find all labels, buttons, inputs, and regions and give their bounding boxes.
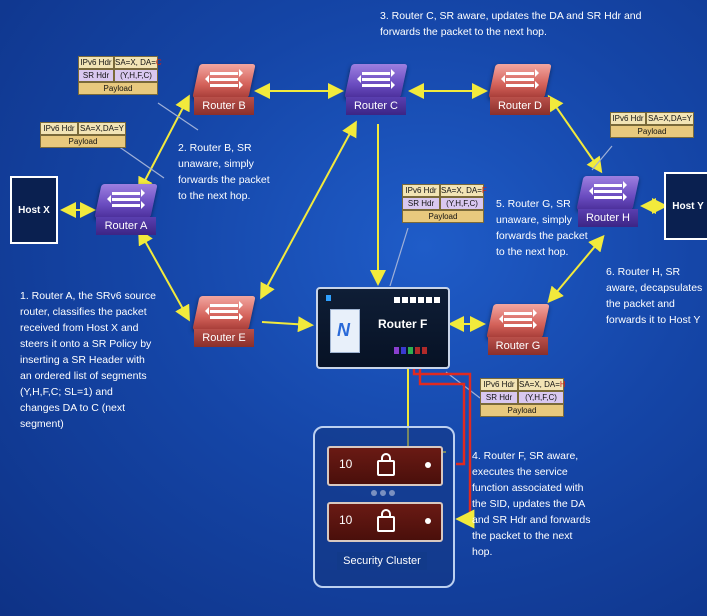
link-a-b (138, 94, 190, 194)
firewall-1: 10 (327, 446, 443, 486)
da-highlight: H (559, 380, 566, 389)
status-dot (425, 518, 431, 524)
router-f-label: Router F (378, 317, 428, 331)
sr-hdr-segments: (Y,H,F,C) (518, 391, 564, 404)
packet-header-a: IPv6 Hdr SA=X,DA=Y Payload (40, 122, 126, 148)
vendor-logo-icon (330, 309, 360, 353)
router-arrows-icon (499, 309, 537, 333)
packet-path-from-cluster (418, 364, 466, 466)
callout-b (157, 102, 199, 131)
payload-label: Payload (610, 125, 694, 138)
router-arrows-icon (501, 69, 539, 93)
ipv6-hdr-address: SA=X,DA=Y (78, 122, 126, 135)
port-row (394, 297, 440, 303)
router-a-label: Router A (96, 217, 156, 235)
ellipsis-icon (371, 490, 395, 496)
ipv6-hdr-address: SA=X,DA=Y (646, 112, 694, 125)
status-dot (425, 462, 431, 468)
lock-icon (377, 509, 395, 532)
ipv6-hdr-address: SA=X, DA=C (114, 56, 162, 69)
ipv6-hdr-label: IPv6 Hdr (480, 378, 518, 391)
router-d-label: Router D (490, 97, 550, 115)
callout-a (117, 145, 165, 179)
router-arrows-icon (205, 301, 243, 325)
security-cluster-title: Security Cluster (337, 552, 427, 570)
router-e: Router E (192, 296, 256, 354)
packet-header-h: IPv6 Hdr SA=X,DA=Y Payload (610, 112, 694, 138)
firewall-label: 10 (339, 513, 353, 527)
router-arrows-icon (357, 69, 395, 93)
payload-label: Payload (40, 135, 126, 148)
ipv6-hdr-address: SA=X, DA=F (440, 184, 487, 197)
host-y-label: Host Y (672, 200, 704, 212)
router-c-label: Router C (346, 97, 406, 115)
sr-hdr-label: SR Hdr (78, 69, 114, 82)
link-g-h (547, 234, 605, 304)
router-c: Router C (344, 64, 408, 122)
link-d-h (547, 94, 603, 174)
router-b-label: Router B (194, 97, 254, 115)
sr-hdr-label: SR Hdr (480, 391, 518, 404)
router-arrows-icon (589, 181, 627, 205)
router-h: Router H (576, 176, 640, 234)
payload-label: Payload (402, 210, 484, 223)
router-g-label: Router G (488, 337, 548, 355)
host-x-label: Host X (18, 204, 50, 216)
router-b: Router B (192, 64, 256, 122)
router-g: Router G (486, 304, 550, 362)
payload-label: Payload (480, 404, 564, 417)
ipv6-hdr-address: SA=X, DA=H (518, 378, 566, 391)
callout-f-top (389, 227, 409, 287)
router-a: Router A (94, 184, 158, 242)
host-y: Host Y (664, 172, 707, 240)
lock-icon (377, 453, 395, 476)
security-cluster: 10 10 Security Cluster (313, 426, 455, 588)
router-arrows-icon (205, 69, 243, 93)
ipv6-hdr-label: IPv6 Hdr (610, 112, 646, 125)
led-row (394, 347, 427, 354)
packet-header-f-bottom: IPv6 Hdr SA=X, DA=H SR Hdr (Y,H,F,C) Pay… (480, 378, 566, 417)
link-a-e (138, 228, 190, 322)
sr-hdr-label: SR Hdr (402, 197, 440, 210)
router-h-label: Router H (578, 209, 638, 227)
payload-label: Payload (78, 82, 158, 95)
ipv6-hdr-label: IPv6 Hdr (40, 122, 78, 135)
link-e-c (260, 120, 357, 300)
da-highlight: F (481, 186, 487, 195)
sr-hdr-segments: (Y,H,F,C) (440, 197, 484, 210)
note-3: 3. Router C, SR aware, updates the DA an… (380, 10, 642, 38)
link-e-f (261, 316, 314, 333)
firewall-2: 10 (327, 502, 443, 542)
ipv6-hdr-label: IPv6 Hdr (78, 56, 114, 69)
firewall-label: 10 (339, 457, 353, 471)
router-d: Router D (488, 64, 552, 122)
callout-h (591, 145, 613, 171)
ipv6-hdr-label: IPv6 Hdr (402, 184, 440, 197)
status-led (326, 295, 331, 301)
note-4: 4. Router F, SR aware,executes the servi… (472, 450, 591, 558)
sr-hdr-segments: (Y,H,F,C) (114, 69, 158, 82)
router-arrows-icon (107, 189, 145, 213)
router-e-label: Router E (194, 329, 254, 347)
packet-header-b: IPv6 Hdr SA=X, DA=C SR Hdr (Y,H,F,C) Pay… (78, 56, 162, 95)
da-highlight: C (155, 58, 162, 67)
host-x: Host X (10, 176, 58, 244)
packet-header-f-top: IPv6 Hdr SA=X, DA=F SR Hdr (Y,H,F,C) Pay… (402, 184, 487, 223)
packet-path-to-cluster (412, 362, 475, 529)
router-f: Router F (316, 287, 450, 369)
